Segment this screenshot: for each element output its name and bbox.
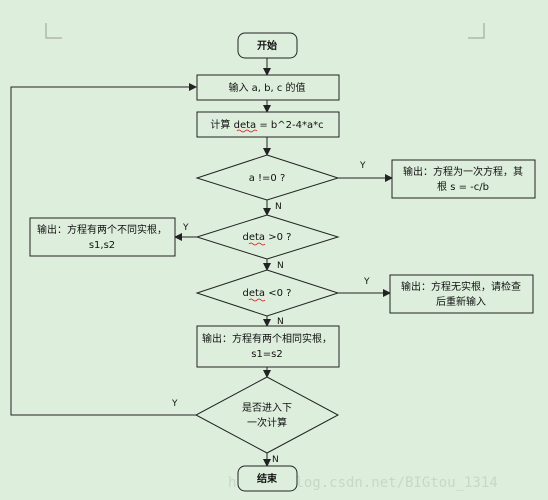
edge-label-a-no: N — [275, 202, 282, 212]
end-label: 结束 — [257, 472, 278, 485]
spellcheck-underline — [248, 242, 266, 246]
calc-label: 计算 deta = b^2-4*a*c — [210, 118, 323, 131]
decision-lt-label: deta <0 ? — [243, 288, 292, 299]
edge-label-next-yes: Y — [171, 399, 178, 409]
end-node — [237, 465, 298, 492]
edge-label-lt-yes: Y — [363, 277, 370, 287]
decision-next-line2: 一次计算 — [247, 416, 287, 429]
output-no-root-line2: 后重新输入 — [436, 295, 486, 308]
decision-next-node — [194, 376, 340, 454]
output-linear-node — [391, 159, 536, 199]
calc-node — [196, 111, 340, 138]
decision-a-label: a !=0 ? — [249, 173, 286, 184]
input-node — [196, 74, 340, 101]
output-linear-line1: 输出：方程为一次方程，其 — [403, 165, 523, 178]
edge-label-a-yes: Y — [359, 161, 366, 171]
output-equal-roots-line2: s1=s2 — [251, 349, 283, 360]
output-two-roots-line2: s1,s2 — [89, 240, 115, 251]
decision-next-line1: 是否进入下 — [242, 402, 292, 414]
page-corner-mark — [45, 23, 62, 39]
edge-label-gt-yes: Y — [182, 223, 189, 233]
decision-gt-label: deta >0 ? — [243, 232, 292, 243]
decision-a-node — [195, 154, 340, 201]
edge-label-gt-no: N — [277, 261, 284, 271]
start-label: 开始 — [257, 39, 277, 52]
output-linear-line2: 根 s = -c/b — [437, 180, 489, 193]
input-label: 输入 a, b, c 的值 — [228, 81, 305, 94]
edge-dec-next-loop — [10, 83, 197, 416]
start-node — [237, 32, 298, 59]
decision-gt-node — [195, 214, 340, 260]
output-two-roots-line1: 输出：方程有两个不同实根， — [37, 223, 167, 236]
output-no-root-node — [389, 274, 534, 314]
edge-label-lt-no: N — [277, 317, 284, 327]
output-no-root-line1: 输出：方程无实根，请检查 — [401, 280, 521, 293]
output-equal-roots-node — [196, 325, 340, 368]
spellcheck-underline — [248, 298, 266, 302]
output-equal-roots-line1: 输出：方程有两个相同实根， — [202, 332, 332, 345]
page-corner-mark — [468, 23, 485, 39]
output-two-roots-node — [29, 217, 176, 257]
edge-label-next-no: N — [272, 455, 279, 465]
spellcheck-underline — [236, 129, 258, 133]
decision-lt-node — [195, 269, 340, 317]
